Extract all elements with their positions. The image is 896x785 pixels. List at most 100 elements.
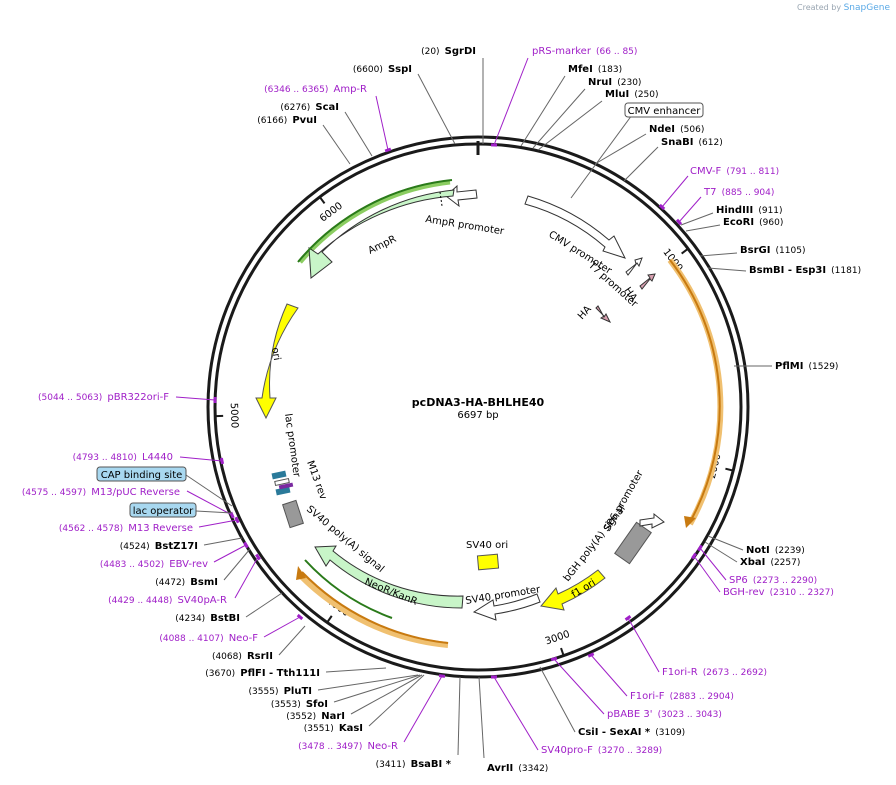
site-label: XbaI (2257) [740, 550, 800, 569]
boxed-leader [570, 114, 633, 199]
site-label: EcoRI (960) [723, 210, 783, 229]
site-name: BsrGI [740, 245, 770, 256]
leader-line [678, 196, 702, 223]
site-name: Neo-F [229, 633, 259, 644]
site-name: MfeI [568, 64, 593, 75]
site-name: BsmBI - Esp3I [749, 265, 826, 276]
site-label: (3411) BsaBI * [376, 752, 452, 771]
feature-box [96, 466, 187, 482]
leader-line [699, 547, 727, 581]
site-label: SnaBI (612) [661, 130, 723, 149]
site-name: XbaI [740, 557, 765, 568]
leader-line [368, 674, 425, 727]
ori-arrow [255, 303, 299, 420]
primer-label: SP6 (2273 .. 2290) [729, 568, 817, 587]
neor-orange-head [296, 566, 306, 580]
site-position: (506) [680, 125, 704, 135]
feature-box [129, 502, 197, 518]
primer-label: CMV-F (791 .. 811) [690, 159, 779, 178]
snapgene-brand: SnapGene [843, 3, 890, 13]
site-position: (4234) [175, 614, 205, 624]
bgh-box [614, 521, 652, 565]
ha-arrow-2 [595, 305, 612, 324]
site-name: PluTI [284, 686, 312, 697]
f1-ori-arrow [540, 569, 606, 611]
leader-line [699, 252, 738, 257]
leader-line [661, 175, 689, 208]
primer-mark [255, 553, 261, 561]
leader-line [175, 396, 216, 401]
leader-line [375, 95, 389, 151]
primer-label: pRS-marker (66 .. 85) [532, 39, 637, 58]
primer-label: SV40pro-F (3270 .. 3289) [541, 738, 662, 757]
lac-operator-box [271, 470, 287, 480]
insert-arrowhead [684, 516, 696, 528]
leader-line [539, 666, 576, 733]
site-position: (3342) [518, 764, 548, 774]
leader-line [186, 490, 233, 516]
site-label: (20) SgrDI [421, 39, 476, 58]
site-position: (6166) [257, 116, 287, 126]
leader-line [707, 267, 747, 272]
primer-label: (5044 .. 5063) pBR322ori-F [38, 385, 169, 404]
site-position: (1181) [831, 266, 861, 276]
lac-promoter-label: lac promoter [282, 413, 302, 479]
site-name: SV40pA-R [178, 595, 227, 606]
leader-line [333, 674, 421, 703]
insert-arrow-line [669, 259, 721, 523]
site-name: MluI [605, 89, 629, 100]
ha-label-2: HA [576, 304, 594, 322]
site-label: (3670) PflFI - Tth111I [205, 661, 320, 680]
site-name: AvrII [487, 763, 513, 774]
plasmid-name: pcDNA3-HA-BHLHE40 [412, 396, 545, 409]
neor-green-line [304, 559, 393, 619]
site-position: (183) [598, 65, 622, 75]
site-name: BsaBI * [411, 759, 452, 770]
site-name: SgrDI [445, 46, 476, 57]
primer-label: (4088 .. 4107) Neo-F [159, 626, 258, 645]
site-position: (3023 .. 3043) [658, 710, 722, 720]
leader-line [245, 592, 283, 618]
primer-mark [234, 516, 240, 524]
site-label: MfeI (183) [568, 57, 622, 76]
primer-label: (4483 .. 4502) EBV-rev [100, 552, 208, 571]
site-name: NotI [746, 545, 770, 556]
site-name: KasI [339, 723, 363, 734]
credit-prefix: Created by [797, 3, 842, 12]
primer-mark [550, 656, 558, 662]
site-label: NruI (230) [588, 70, 641, 89]
primer-mark [697, 544, 703, 552]
feature-box-label: CMV enhancer [628, 106, 702, 117]
neor-arrow [314, 545, 464, 609]
site-position: (3270 .. 3289) [598, 746, 662, 756]
ampr-label: AmpR [366, 234, 398, 257]
site-name: pBABE 3' [607, 709, 653, 720]
site-position: (1105) [776, 246, 806, 256]
site-label: (6166) PvuI [257, 108, 317, 127]
primer-label: (6346 .. 6365) Amp-R [264, 77, 367, 96]
leader-line [344, 111, 373, 157]
tick-mark [681, 248, 688, 255]
site-name: EcoRI [723, 217, 754, 228]
site-position: (3670) [205, 669, 235, 679]
boxed-leader [195, 510, 233, 514]
site-name: SV40pro-F [541, 745, 593, 756]
site-name: NruI [588, 77, 612, 88]
site-label: PflMI (1529) [775, 354, 838, 373]
site-position: (3552) [286, 712, 316, 722]
primer-mark [624, 615, 632, 621]
site-position: (4575 .. 4597) [22, 488, 86, 498]
ampr-arrow [308, 189, 455, 279]
site-position: (3109) [655, 728, 685, 738]
site-position: (4793 .. 4810) [73, 453, 137, 463]
leader-lines [175, 57, 772, 759]
leader-line [478, 676, 485, 759]
site-position: (2239) [775, 546, 805, 556]
backbone-outer [206, 135, 750, 679]
leader-line [234, 556, 259, 599]
site-label: NdeI (506) [649, 117, 704, 136]
site-label: (6600) SspI [353, 57, 412, 76]
leader-line [532, 88, 586, 149]
site-name: ScaI [315, 102, 339, 113]
site-name: M13 Reverse [128, 523, 193, 534]
